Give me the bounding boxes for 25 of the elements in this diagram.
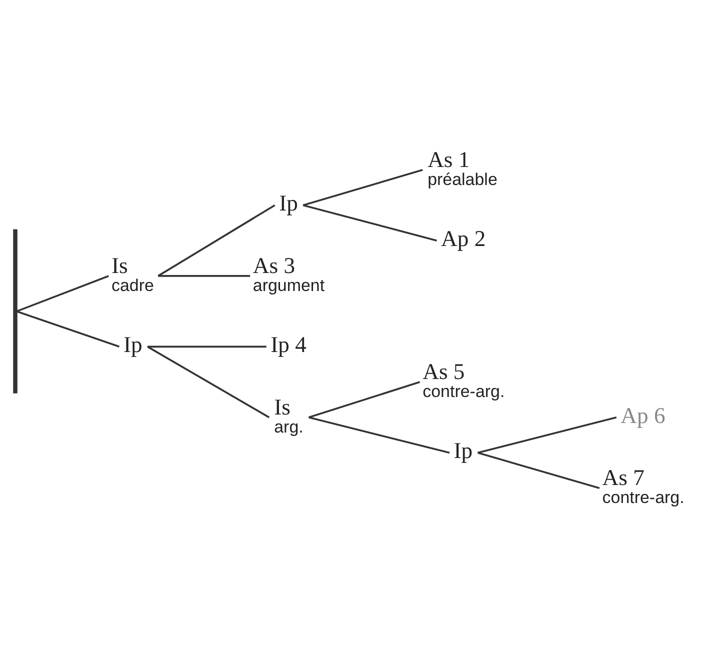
connector — [16, 310, 120, 348]
node-text: Ap 6 — [620, 402, 666, 428]
node-text: As 1 préalable — [428, 146, 498, 188]
connector — [308, 416, 450, 454]
connector — [478, 416, 617, 454]
connector — [302, 168, 423, 206]
connector — [158, 274, 250, 276]
node-text: Is arg. — [274, 394, 304, 436]
node-text: Ip — [279, 190, 298, 216]
node-text: Ip 4 — [270, 332, 306, 357]
connector — [158, 204, 276, 276]
node-text: As 7 contre-arg. — [602, 464, 684, 507]
node-text: Ip — [454, 438, 473, 463]
connector — [147, 345, 270, 418]
connector — [16, 274, 109, 312]
connector — [148, 345, 266, 348]
connector — [302, 204, 438, 241]
connector — [308, 380, 420, 418]
connector — [478, 451, 600, 488]
node-text: Is cadre — [111, 252, 154, 294]
node-text: As 5 contre-arg. — [422, 358, 505, 401]
node-bar — [13, 228, 18, 393]
node-text: Ip — [123, 332, 142, 357]
node-text: As 3 argument — [252, 252, 325, 294]
node-text: Ap 2 — [441, 225, 486, 250]
